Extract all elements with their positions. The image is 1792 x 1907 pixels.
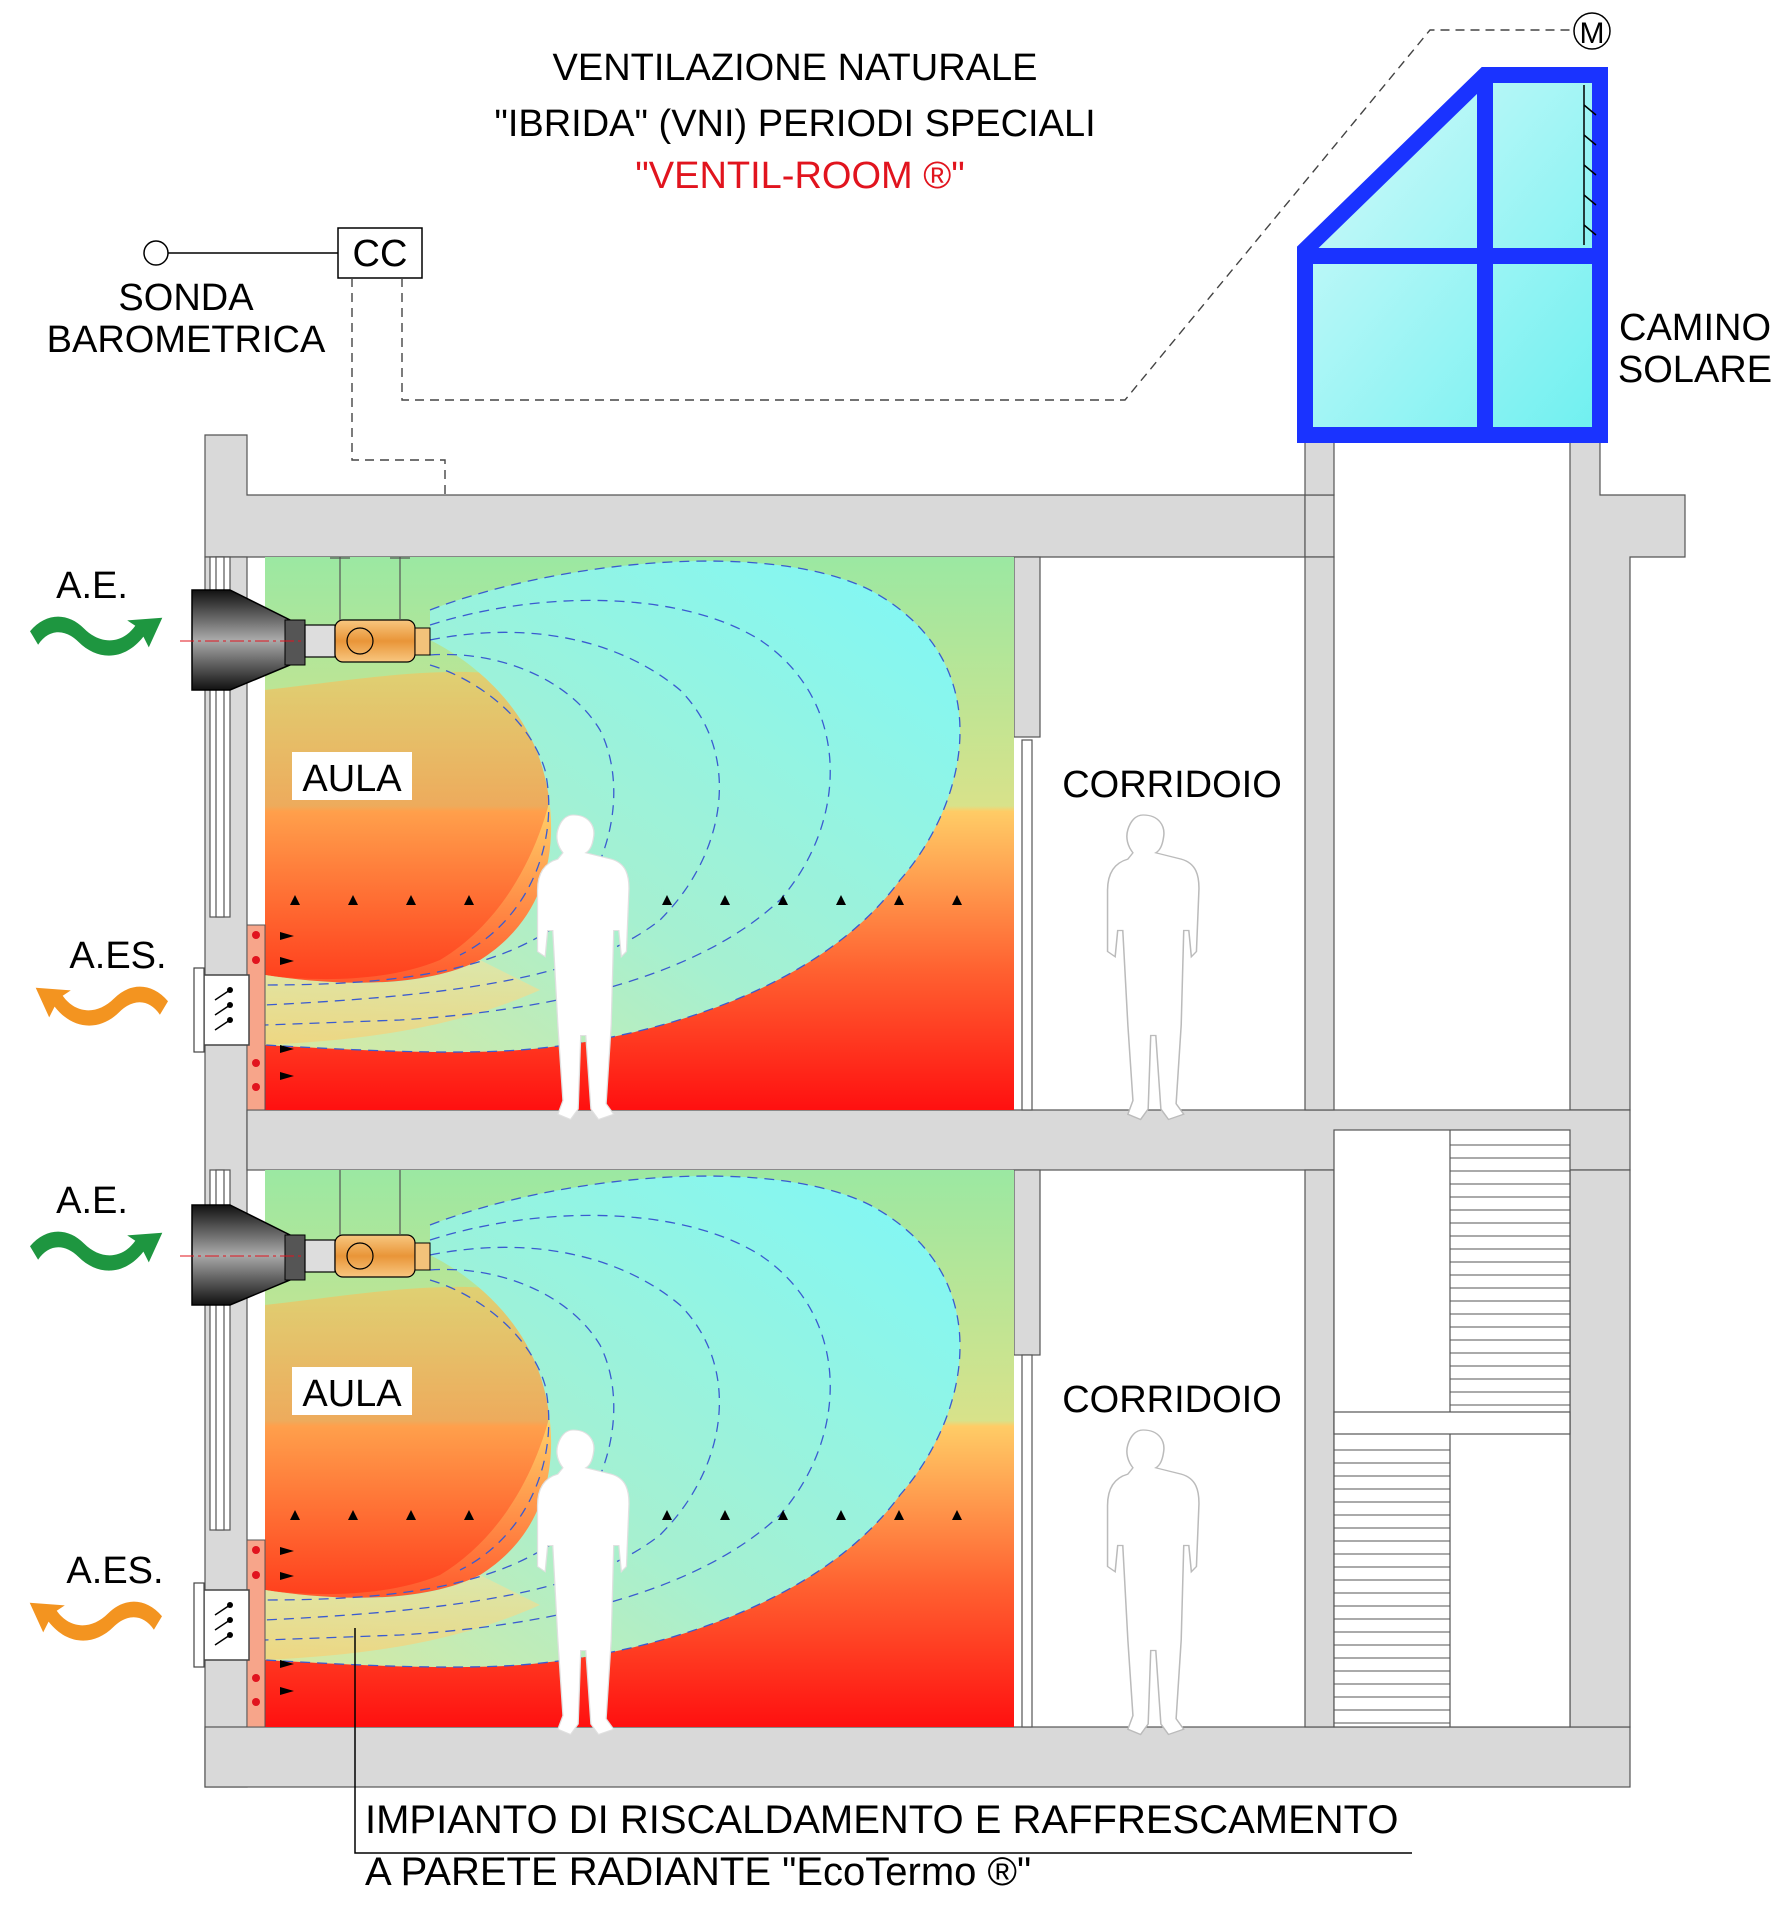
motor-icon bbox=[1573, 12, 1611, 50]
title-line-1: VENTILAZIONE NATURALE bbox=[553, 47, 1038, 89]
floor-lower: AULA CORRIDOIO A.E. A.ES. bbox=[29, 1170, 1282, 1736]
title-line-2: "IBRIDA" (VNI) PERIODI SPECIALI bbox=[494, 103, 1095, 145]
system-callout-line bbox=[354, 1628, 1412, 1854]
controller-label: CC bbox=[353, 233, 408, 275]
intake-label: A.E. bbox=[56, 565, 128, 607]
exhaust-label: A.ES. bbox=[69, 935, 166, 977]
controller-box bbox=[337, 227, 423, 279]
person-in-corridor-icon bbox=[1106, 814, 1200, 1121]
sensor-label-line-1: SONDA bbox=[118, 277, 254, 319]
intake-label: A.E. bbox=[56, 1180, 128, 1222]
staircase bbox=[1333, 1129, 1571, 1728]
floor-upper: AULA CORRIDOIO A.E. A.ES. bbox=[30, 557, 1282, 1121]
intake-arrow-icon bbox=[30, 1231, 163, 1271]
title-line-3: "VENTIL-ROOM ®" bbox=[635, 155, 964, 197]
corridor-label: CORRIDOIO bbox=[1062, 764, 1282, 806]
exhaust-arrow-icon bbox=[35, 986, 168, 1026]
system-label-line-1: IMPIANTO DI RISCALDAMENTO E RAFFRESCAMEN… bbox=[365, 1798, 1398, 1842]
intake-arrow-icon bbox=[30, 616, 163, 656]
chimney-label-line-2: SOLARE bbox=[1618, 349, 1772, 391]
system-label-line-2: A PARETE RADIANTE "EcoTermo ®" bbox=[365, 1850, 1031, 1894]
motor-label: M bbox=[1580, 17, 1605, 50]
person-in-corridor-icon bbox=[1106, 1429, 1200, 1736]
room-label: AULA bbox=[302, 758, 402, 800]
exhaust-label: A.ES. bbox=[66, 1550, 163, 1592]
solar-chimney bbox=[1297, 67, 1608, 443]
room-label: AULA bbox=[302, 1373, 402, 1415]
barometric-sensor-icon bbox=[143, 240, 169, 266]
sensor-label-line-2: BAROMETRICA bbox=[47, 319, 326, 361]
exhaust-arrow-icon bbox=[29, 1601, 162, 1641]
chimney-label-line-1: CAMINO bbox=[1619, 307, 1771, 349]
corridor-label: CORRIDOIO bbox=[1062, 1379, 1282, 1421]
